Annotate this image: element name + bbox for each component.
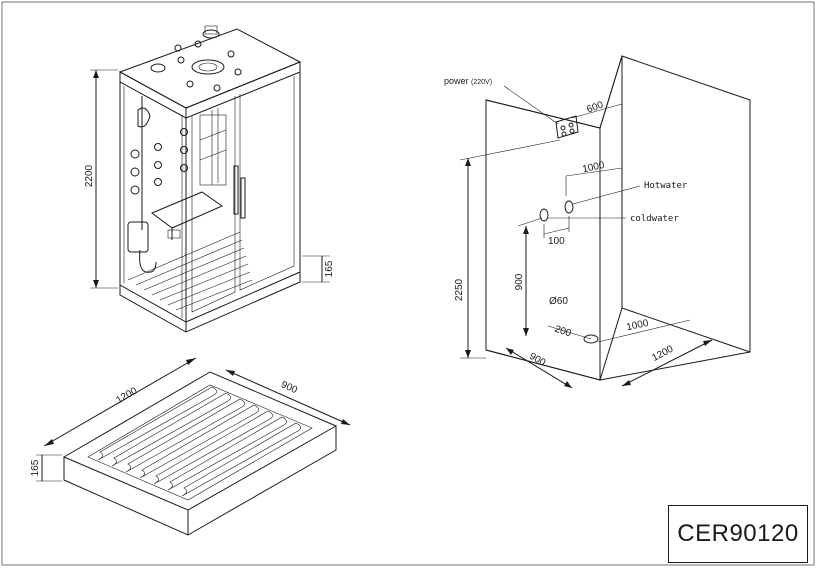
tray-height-label: 165	[30, 459, 41, 476]
cabin-tray-height-label: 165	[324, 260, 335, 277]
massage-jet	[130, 149, 140, 159]
tray-inner-rim	[87, 384, 313, 501]
floor-width-dimension	[505, 347, 573, 389]
cabin-front-panel	[185, 72, 301, 323]
storage-shelves	[199, 114, 227, 186]
floor-length-dimension	[621, 339, 713, 387]
roof-light	[150, 63, 166, 73]
floor-drain	[583, 334, 599, 344]
cabin-height-label: 2200	[84, 164, 95, 187]
pipe-height-label: 900	[514, 273, 525, 290]
shower-tray-view: 1200 900 165	[30, 357, 351, 536]
power-offset-label: 600	[585, 99, 605, 115]
cabin-door-left	[191, 96, 236, 313]
model-code: CER90120	[677, 520, 799, 547]
floor-edge	[485, 349, 601, 381]
tray-width-label: 900	[279, 379, 299, 396]
wall-height-label: 2250	[454, 278, 465, 301]
power-leader	[503, 85, 559, 125]
shower-cabin-view: 2200 165	[84, 25, 335, 333]
hotwater-label: Hotwater	[644, 181, 688, 191]
tray-sides	[63, 426, 337, 536]
cabin-base	[119, 272, 301, 333]
cold-water-outlet	[539, 208, 549, 222]
drain-depth-label: 1000	[625, 318, 649, 333]
control-panel	[127, 221, 149, 253]
cabin-left-panel	[119, 82, 187, 323]
cabin-roof	[118, 28, 302, 109]
wall-installation-view: power (220V) 600 1000 Hotwater coldwater…	[444, 55, 751, 389]
cabin-door-right	[239, 76, 295, 291]
rain-shower-head	[191, 59, 225, 75]
tray-length-dimension	[43, 357, 197, 447]
tray-length-label: 1200	[114, 385, 139, 406]
left-wall	[485, 99, 601, 381]
model-title-block: CER90120	[668, 505, 808, 563]
drain-diameter-label: Ø60	[549, 296, 568, 307]
hot-offset-label: 1000	[581, 160, 605, 175]
tray-width-dimension	[225, 369, 351, 426]
power-socket	[555, 115, 579, 139]
coldwater-label: coldwater	[630, 214, 679, 224]
back-wall	[621, 55, 751, 353]
cabin-floor-slats	[127, 231, 253, 311]
door-handle	[233, 165, 239, 215]
pipe-spacing-label: 100	[548, 236, 565, 247]
power-label: power (220V)	[444, 76, 492, 86]
fold-seat	[151, 191, 224, 229]
roof-vent	[202, 29, 220, 39]
hot-water-outlet	[564, 200, 574, 214]
tray-slats	[97, 386, 301, 497]
drain-offset-label: 200	[553, 324, 573, 340]
